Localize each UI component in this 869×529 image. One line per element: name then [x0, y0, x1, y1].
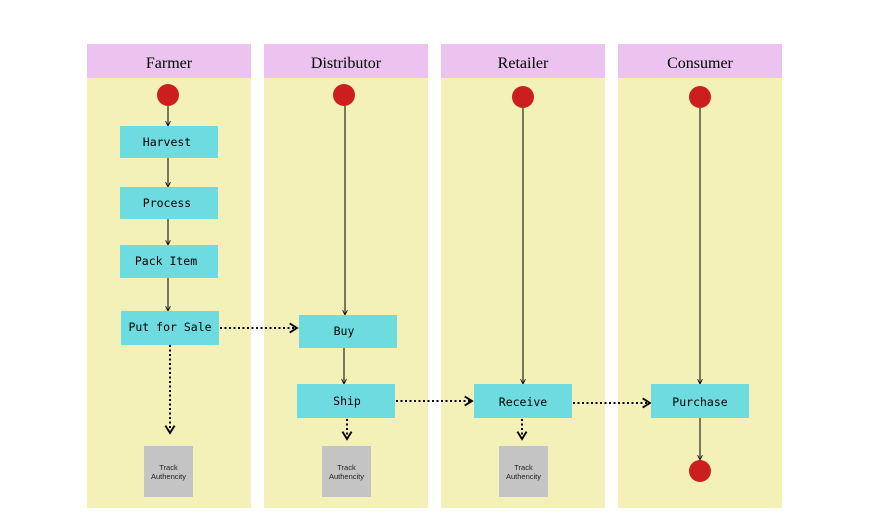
lane-consumer-title: Consumer [667, 55, 733, 72]
lane-distributor: Distributor [264, 44, 428, 508]
lane-farmer-header [87, 44, 251, 78]
step-buy-label: Buy [334, 324, 355, 338]
track-box-farmer-line1: Track [159, 463, 178, 472]
step-receive: Receive [474, 384, 572, 418]
lane-retailer-header [441, 44, 605, 78]
track-box-farmer-rect [144, 446, 193, 497]
step-ship-label: Ship [333, 394, 361, 408]
lane-consumer-header [618, 44, 782, 78]
step-receive-box [474, 384, 572, 418]
step-purchase: Purchase [651, 384, 749, 418]
step-put-for-sale-label: Put for Sale [128, 320, 211, 334]
track-box-retailer: Track Authencity [499, 446, 548, 497]
step-harvest-box [120, 126, 218, 158]
step-pack-item: Pack Item [120, 245, 218, 278]
step-process-box [120, 187, 218, 219]
dotted-connectors [164, 322, 652, 441]
lane-retailer-title: Retailer [498, 55, 549, 72]
track-box-distributor-line2: Authencity [329, 472, 364, 481]
step-process-label: Process [143, 196, 191, 210]
consumer-end-node [689, 460, 711, 482]
track-box-retailer-line2: Authencity [506, 472, 541, 481]
step-buy: Buy [299, 315, 397, 348]
step-receive-label: Receive [499, 395, 548, 409]
consumer-start-node [689, 86, 711, 108]
track-box-retailer-line1: Track [514, 463, 533, 472]
step-ship: Ship [297, 384, 395, 418]
step-buy-box [299, 315, 397, 348]
step-ship-box [297, 384, 395, 418]
lane-distributor-header [264, 44, 428, 78]
distributor-start-node [333, 84, 355, 106]
lane-distributor-body [264, 44, 428, 508]
step-pack-item-label: Pack Item [135, 254, 197, 268]
track-box-farmer: Track Authencity [144, 446, 193, 497]
step-process: Process [120, 187, 218, 219]
step-put-for-sale-box [121, 311, 219, 345]
retailer-start-node [512, 86, 534, 108]
step-purchase-box [651, 384, 749, 418]
step-harvest: Harvest [120, 126, 218, 158]
step-harvest-label: Harvest [143, 135, 191, 149]
nodes [157, 84, 711, 482]
track-box-farmer-line2: Authencity [151, 472, 186, 481]
track-box-retailer-rect [499, 446, 548, 497]
track-box-distributor-line1: Track [337, 463, 356, 472]
step-pack-item-box [120, 245, 218, 278]
track-box-distributor: Track Authencity [322, 446, 371, 497]
step-purchase-label: Purchase [672, 395, 727, 409]
lane-farmer-title: Farmer [146, 55, 193, 72]
solid-connectors [168, 106, 700, 460]
lane-distributor-title: Distributor [311, 55, 382, 72]
farmer-start-node [157, 84, 179, 106]
step-put-for-sale: Put for Sale [121, 311, 219, 345]
track-box-distributor-rect [322, 446, 371, 497]
